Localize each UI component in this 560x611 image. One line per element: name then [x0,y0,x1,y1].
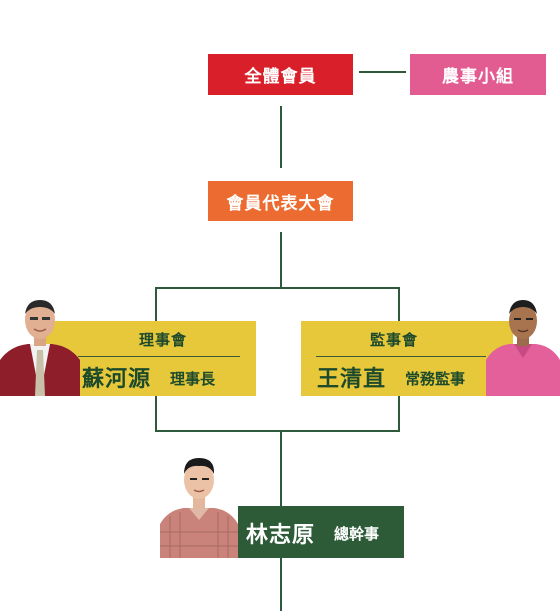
supervisors-divider [316,356,486,357]
panel-board-of-directors: 理事會 蘇河源 理事長 [46,321,256,396]
bracket-left-top [155,287,157,321]
bracket-right-top [398,287,400,321]
board-chairman-name: 蘇河源 [82,367,152,392]
supervisors-leader-name: 王清直 [317,367,387,392]
bracket-top [155,287,400,289]
supervisors-leader-role: 常務監事 [405,370,466,388]
bracket-left-bottom [155,396,157,432]
board-divider [78,356,240,357]
connector-assembly-to-bracket [280,232,282,288]
panel-board-of-supervisors: 監事會 王清直 常務監事 [301,321,513,396]
person-photo-supervisor [486,298,560,396]
connector-bracket-to-secretary [280,432,282,506]
bracket-bottom [155,430,400,432]
board-title: 理事會 [138,331,187,349]
bracket-right-bottom [398,396,400,432]
connector-secretary-down [280,558,282,611]
person-photo-secretary [160,454,238,558]
connector-members-to-assembly [280,106,282,168]
node-farm-group: 農事小組 [410,54,546,95]
panel-secretary-general: 林志原 總幹事 [238,506,404,558]
person-photo-chairman [0,298,80,396]
node-assembly: 會員代表大會 [208,181,353,221]
secretary-name: 林志原 [246,523,316,548]
node-all-members: 全體會員 [208,54,353,95]
board-chairman-role: 理事長 [170,370,216,388]
supervisors-title: 監事會 [369,331,418,349]
secretary-role: 總幹事 [334,525,380,543]
connector-top-horizontal [359,71,406,73]
